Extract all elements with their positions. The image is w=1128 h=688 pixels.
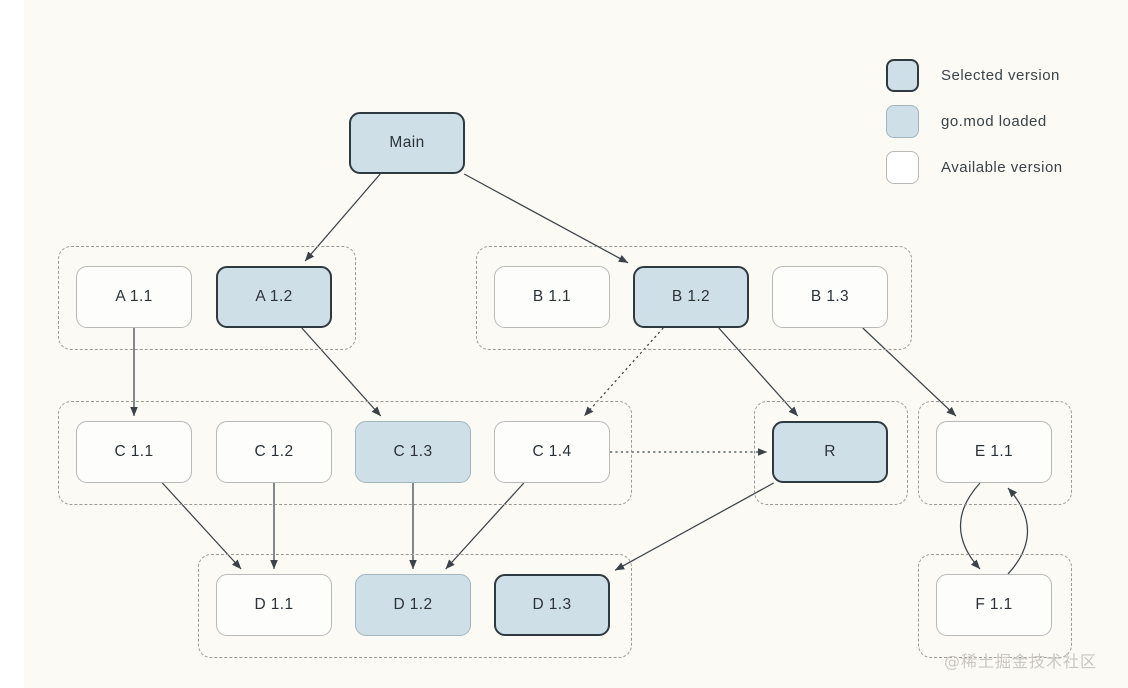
swatch-available bbox=[886, 150, 919, 184]
node-label: A 1.2 bbox=[255, 288, 293, 305]
node-f11[interactable]: F 1.1 bbox=[936, 574, 1052, 636]
node-b12[interactable]: B 1.2 bbox=[633, 266, 749, 328]
node-main[interactable]: Main bbox=[349, 112, 465, 174]
node-label: A 1.1 bbox=[115, 288, 153, 305]
node-label: C 1.4 bbox=[532, 443, 572, 460]
node-b11[interactable]: B 1.1 bbox=[494, 266, 610, 328]
node-a11[interactable]: A 1.1 bbox=[76, 266, 192, 328]
node-label: B 1.2 bbox=[671, 288, 711, 305]
node-label: F 1.1 bbox=[975, 596, 1013, 613]
watermark: @稀土掘金技术社区 bbox=[944, 652, 1098, 671]
node-label: D 1.3 bbox=[532, 596, 572, 613]
swatch-loaded bbox=[886, 104, 919, 138]
edge-r-to-d13 bbox=[614, 482, 775, 571]
node-label: B 1.1 bbox=[532, 288, 572, 305]
node-label: R bbox=[824, 443, 836, 460]
node-label: E 1.1 bbox=[974, 443, 1014, 460]
node-c11[interactable]: C 1.1 bbox=[76, 421, 192, 483]
version-group-grp-r bbox=[754, 401, 908, 505]
node-r[interactable]: R bbox=[772, 421, 888, 483]
version-group-grp-c bbox=[58, 401, 632, 505]
node-d11[interactable]: D 1.1 bbox=[216, 574, 332, 636]
node-d12[interactable]: D 1.2 bbox=[355, 574, 471, 636]
version-group-grp-b bbox=[476, 246, 912, 350]
node-d13[interactable]: D 1.3 bbox=[494, 574, 610, 636]
legend-label: Available version bbox=[941, 158, 1063, 176]
node-c12[interactable]: C 1.2 bbox=[216, 421, 332, 483]
legend-row-available: Available version bbox=[886, 144, 1096, 190]
node-e11[interactable]: E 1.1 bbox=[936, 421, 1052, 483]
node-c13[interactable]: C 1.3 bbox=[355, 421, 471, 483]
version-group-grp-a bbox=[58, 246, 356, 350]
edge-e11-to-f11 bbox=[960, 482, 981, 570]
node-c14[interactable]: C 1.4 bbox=[494, 421, 610, 483]
legend-label: Selected version bbox=[941, 66, 1060, 84]
version-group-grp-f bbox=[918, 554, 1072, 658]
node-label: D 1.2 bbox=[393, 596, 433, 613]
edge-main-to-b12 bbox=[463, 173, 629, 264]
node-label: C 1.3 bbox=[393, 443, 433, 460]
version-group-grp-e bbox=[918, 401, 1072, 505]
node-label: C 1.1 bbox=[114, 443, 154, 460]
legend-row-loaded: go.mod loaded bbox=[886, 98, 1096, 144]
edge-f11-to-e11 bbox=[1007, 487, 1028, 575]
legend-label: go.mod loaded bbox=[941, 112, 1047, 130]
node-a12[interactable]: A 1.2 bbox=[216, 266, 332, 328]
node-label: B 1.3 bbox=[810, 288, 850, 305]
swatch-selected bbox=[886, 58, 919, 92]
page-left-margin bbox=[0, 0, 24, 688]
node-label: Main bbox=[389, 134, 425, 151]
version-group-grp-d bbox=[198, 554, 632, 658]
node-label: C 1.2 bbox=[254, 443, 294, 460]
node-label: D 1.1 bbox=[254, 596, 294, 613]
node-b13[interactable]: B 1.3 bbox=[772, 266, 888, 328]
legend-row-selected: Selected version bbox=[886, 52, 1096, 98]
